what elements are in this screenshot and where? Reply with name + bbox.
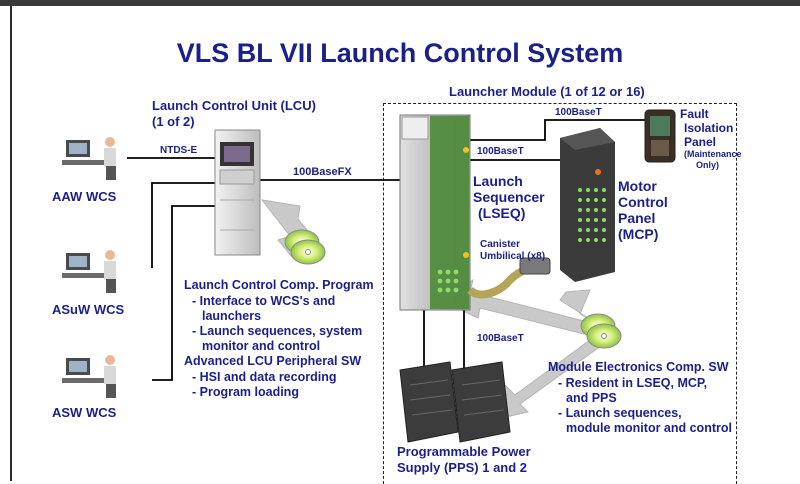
lcu-sw-bullet1-cont: launchers	[202, 309, 262, 323]
canister-label: Canister	[480, 239, 521, 250]
fault-isolation-device	[644, 109, 676, 163]
lcu-cabinet	[214, 129, 261, 256]
fault-line3: Panel	[684, 135, 717, 149]
mcp-link-label: 100BaseT	[477, 146, 524, 157]
lseq-cabinet	[399, 114, 471, 311]
100basefx-label: 100BaseFX	[293, 166, 352, 178]
left-rule	[10, 6, 12, 481]
aaw-workstation	[62, 137, 116, 180]
asw-link-line	[152, 205, 218, 381]
umbilical-cable	[467, 257, 551, 299]
lcu-sw-bullet1: - Interface to WCS's and	[192, 294, 336, 308]
module-sw-bullet2: - Launch sequences,	[558, 406, 682, 420]
launcher-module-label: Launcher Module (1 of 12 or 16)	[449, 84, 645, 99]
lcu-peripheral-bullet2: - Program loading	[192, 385, 299, 399]
lseq-line2: Sequencer	[473, 189, 545, 205]
module-sw-heading: Module Electronics Comp. SW	[548, 360, 729, 374]
asw-workstation	[62, 355, 116, 398]
lcu-peripheral-heading: Advanced LCU Peripheral SW	[184, 354, 362, 368]
mcp-line3: Panel	[618, 210, 656, 226]
lcu-software-disc	[284, 229, 326, 265]
lcu-sw-heading: Launch Control Comp. Program	[184, 278, 374, 292]
asw-wcs-label: ASW WCS	[52, 405, 117, 420]
launcher-module-boundary	[383, 103, 737, 484]
lseq-line1: Launch	[473, 173, 523, 189]
pps-label-line1: Programmable Power	[397, 444, 531, 459]
top-bar	[0, 0, 800, 6]
pps-flow-arrow	[491, 339, 599, 421]
lcu-label: Launch Control Unit (LCU)	[152, 98, 316, 113]
module-software-disc	[580, 313, 622, 349]
mcp-flow-arrow	[559, 289, 591, 319]
slide-title: VLS BL VII Launch Control System	[176, 38, 624, 68]
fault-line2: Isolation	[684, 121, 734, 135]
lseq-line3: (LSEQ)	[478, 205, 526, 221]
module-sw-bullet2-cont: module monitor and control	[566, 421, 732, 435]
fault-panel-link-line	[470, 119, 650, 141]
lcu-peripheral-bullet1: - HSI and data recording	[192, 370, 337, 384]
mcp-line2: Control	[618, 194, 668, 210]
mcp-line1: Motor	[618, 178, 657, 194]
fault-line5: Only)	[696, 160, 720, 170]
ntds-e-label: NTDS-E	[160, 145, 198, 156]
pps-link-label: 100BaseT	[477, 333, 524, 344]
fault-line1: Fault	[680, 107, 709, 121]
mcp-cabinet	[560, 128, 615, 282]
lcu-sw-bullet2: - Launch sequences, system	[192, 324, 363, 338]
pps-units	[399, 361, 511, 443]
module-sw-bullet1-cont: and PPS	[566, 391, 617, 405]
lcu-count: (1 of 2)	[152, 114, 195, 129]
fault-line4: (Maintenance	[684, 149, 742, 159]
aaw-wcs-label: AAW WCS	[52, 189, 117, 204]
asuw-link-line	[151, 182, 218, 268]
asuw-workstation	[62, 250, 116, 293]
mcp-line4: (MCP)	[618, 226, 659, 242]
lcu-sw-bullet2-cont: monitor and control	[202, 339, 321, 353]
asuw-wcs-label: ASuW WCS	[52, 302, 125, 317]
module-sw-bullet1: - Resident in LSEQ, MCP,	[558, 376, 708, 390]
umbilical-label: Umbilical (x8)	[480, 251, 546, 262]
pps-label-line2: Supply (PPS) 1 and 2	[397, 460, 528, 475]
fault-link-label: 100BaseT	[555, 107, 602, 118]
